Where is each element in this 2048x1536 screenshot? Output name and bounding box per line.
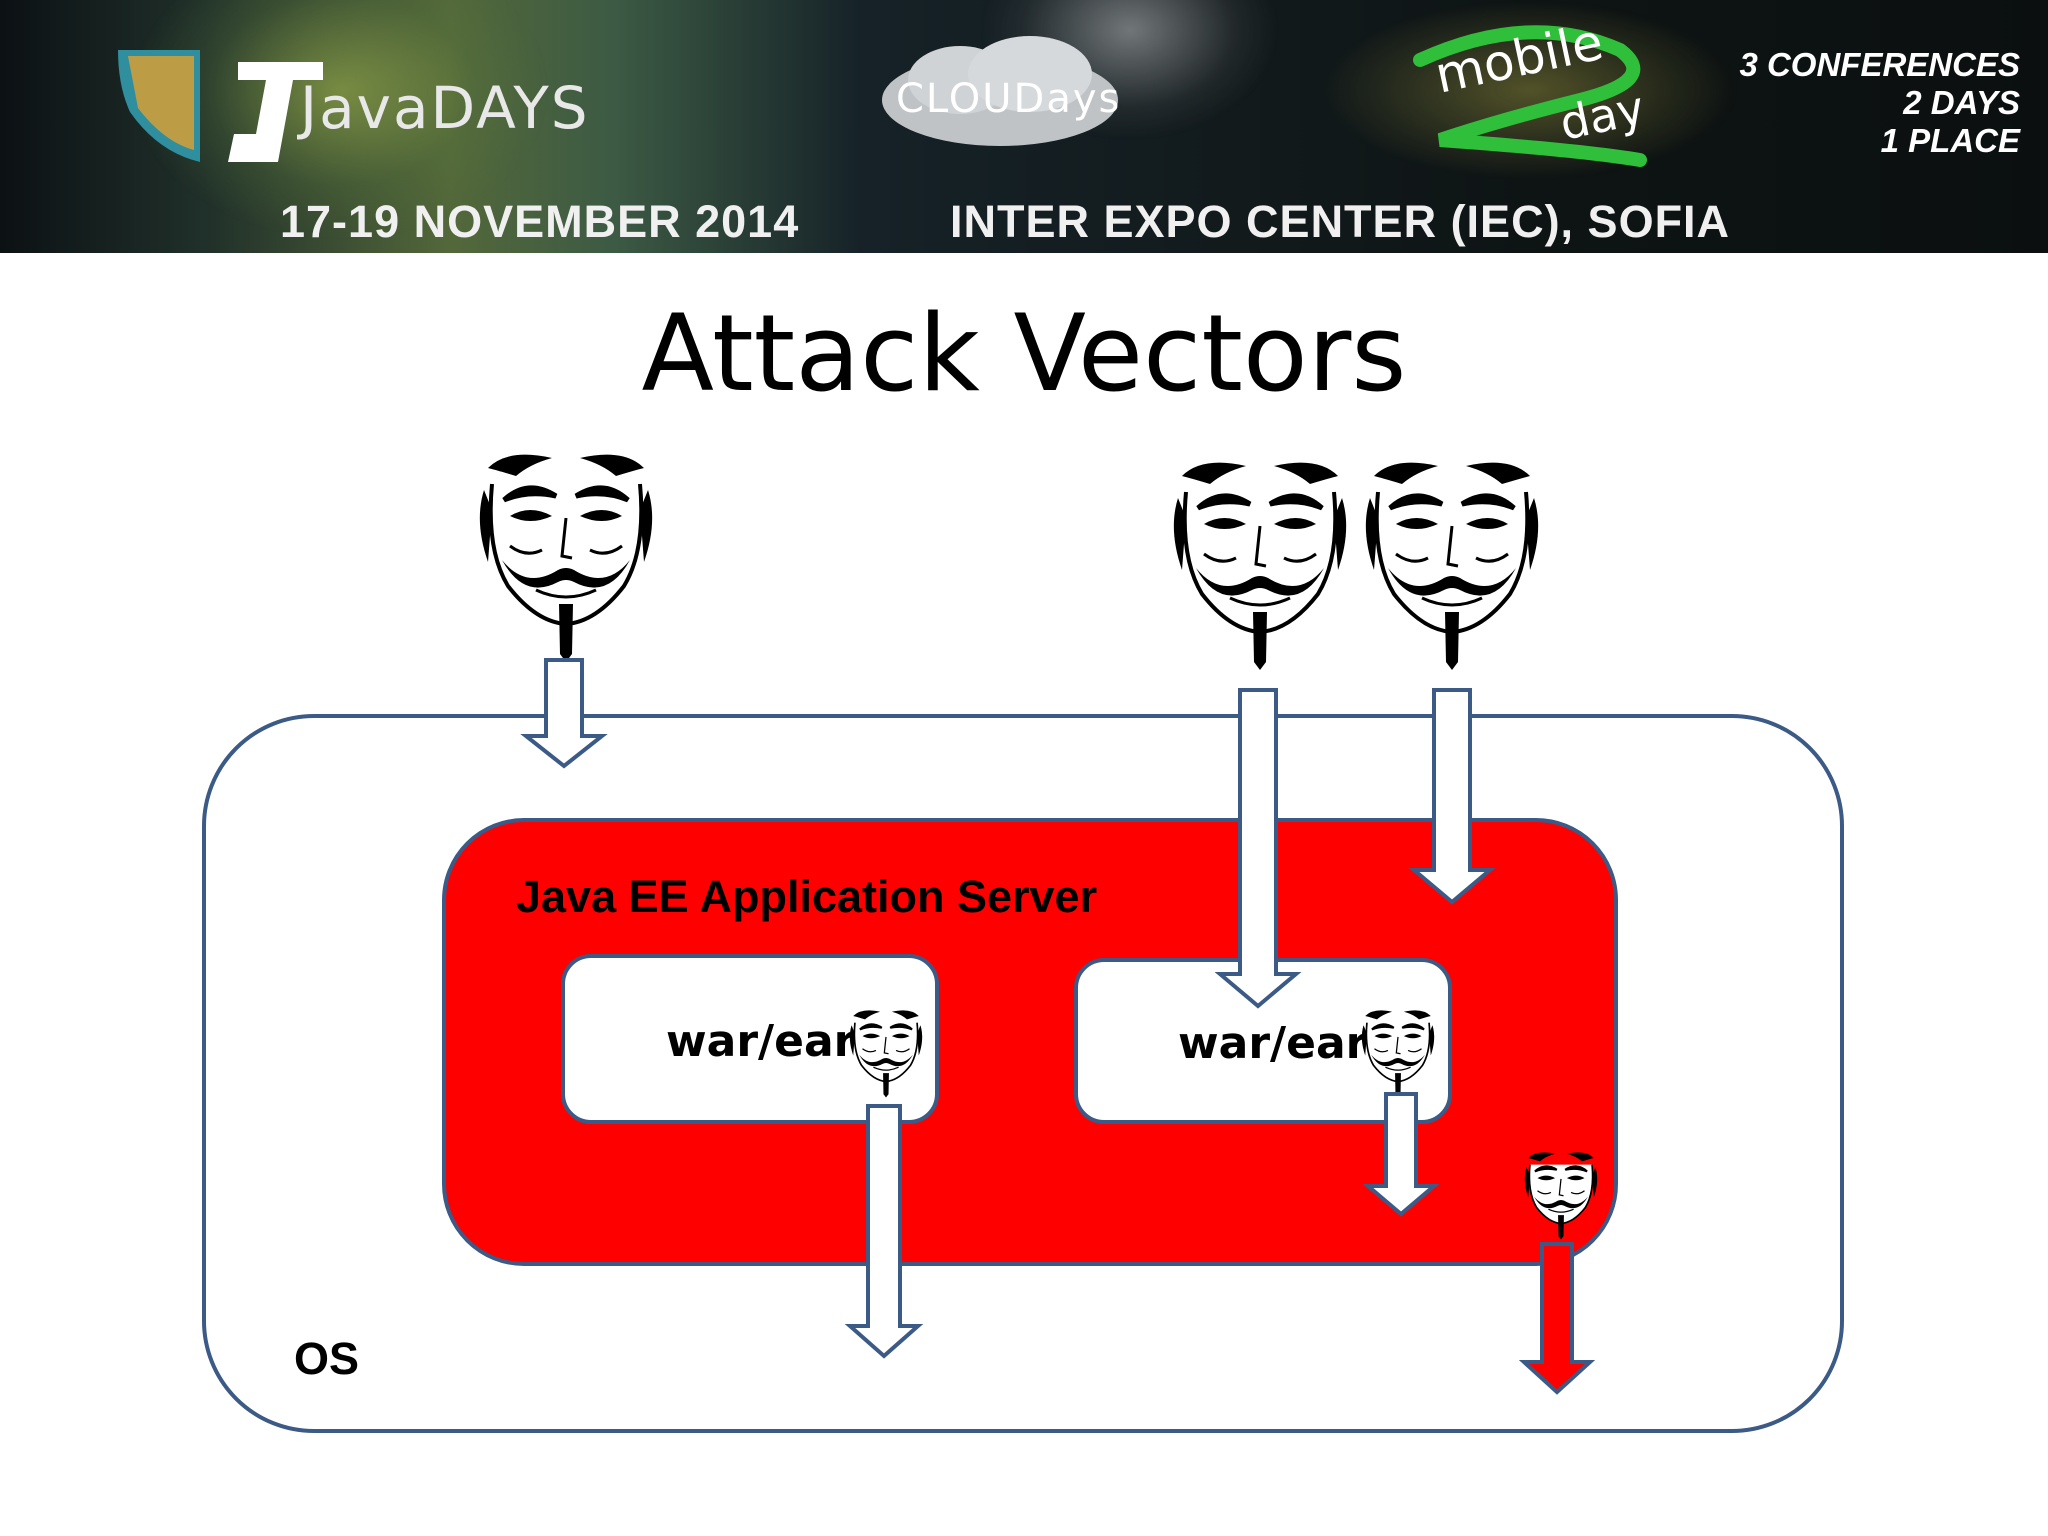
down-arrow-icon <box>1362 1092 1440 1217</box>
clouddays-logo-text: CLOUDays <box>896 76 1122 122</box>
app-label-left: war/ear <box>666 1016 856 1067</box>
down-arrow-icon <box>1408 688 1496 905</box>
down-arrow-icon <box>1214 688 1302 1009</box>
tagline-line: 3 CONFERENCES <box>1739 46 2020 83</box>
tagline-line: 2 DAYS <box>1903 84 2020 121</box>
app-server-label: Java EE Application Server <box>516 871 1097 922</box>
tagline-line: 1 PLACE <box>1880 122 2020 159</box>
conference-banner: JavaDAYS CLOUDays mobile day 3 CONFERENC… <box>0 0 2048 253</box>
guy-fawkes-mask-icon <box>1174 463 1346 670</box>
javadays-logo <box>118 50 323 162</box>
mobile-day-logo <box>1413 25 1647 167</box>
app-server-container <box>442 818 1618 1266</box>
down-arrow-icon-red <box>1518 1242 1596 1395</box>
tagline: 3 CONFERENCES 2 DAYS 1 PLACE <box>1739 46 2020 160</box>
cloud-icon <box>882 36 1118 146</box>
javadays-logo-text: JavaDAYS <box>300 74 590 142</box>
event-venue: INTER EXPO CENTER (IEC), SOFIA <box>950 196 1731 247</box>
app-box-left <box>561 954 939 1124</box>
guy-fawkes-mask-icon <box>1366 463 1538 670</box>
slide-title: Attack Vectors <box>641 292 1407 415</box>
down-arrow-icon <box>520 658 608 769</box>
down-arrow-icon <box>844 1104 924 1359</box>
app-label-right: war/ear <box>1178 1018 1368 1069</box>
event-date: 17-19 NOVEMBER 2014 <box>280 196 800 247</box>
os-label: OS <box>294 1333 359 1384</box>
guy-fawkes-mask-icon <box>480 455 652 662</box>
